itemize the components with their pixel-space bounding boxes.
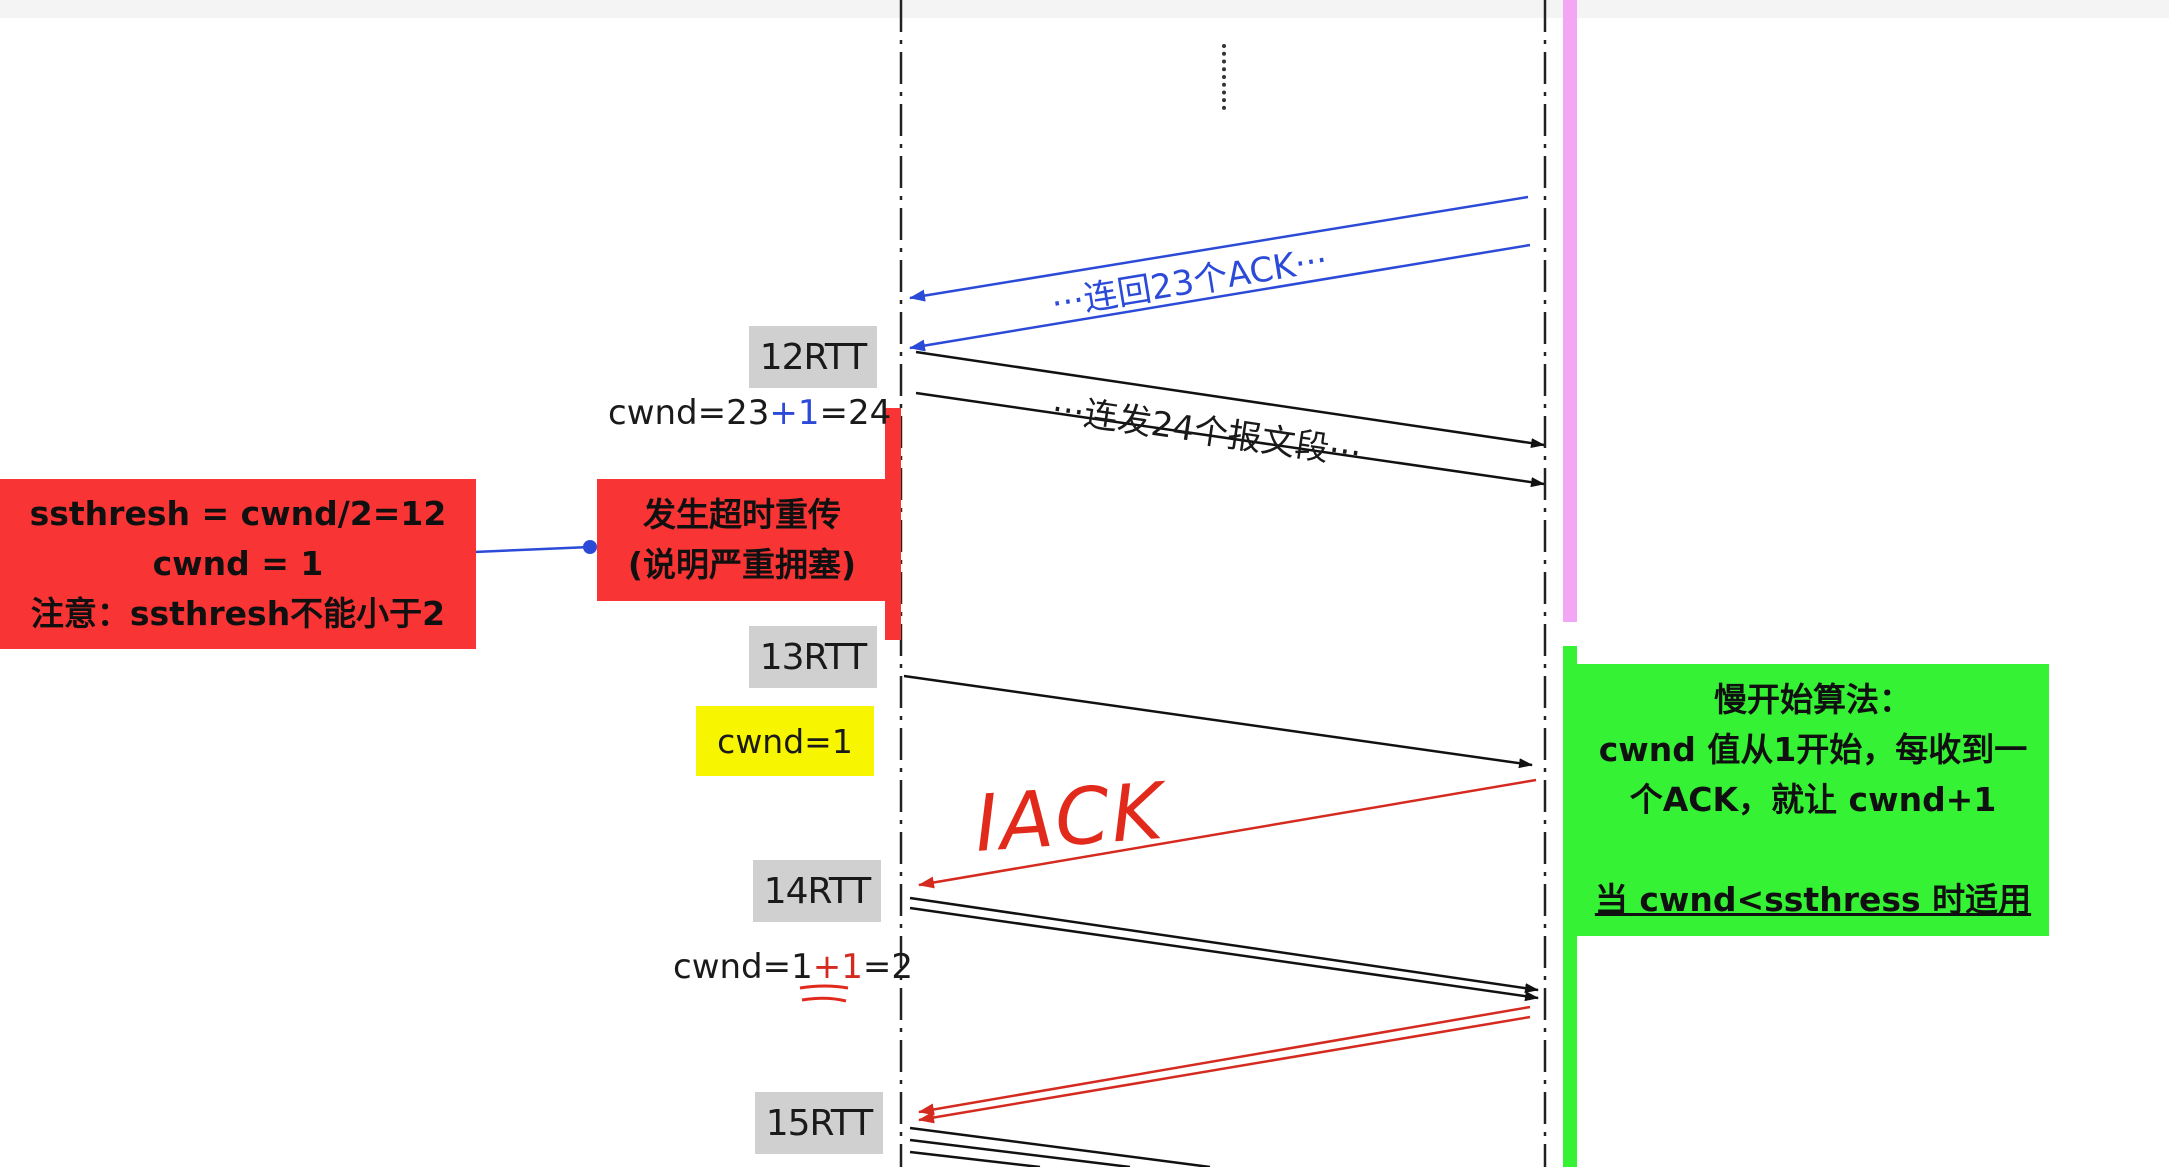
top-strip bbox=[0, 0, 2169, 18]
ssthresh-box: ssthresh = cwnd/2=12 cwnd = 1 注意：ssthres… bbox=[0, 479, 476, 649]
rtt-label-14: 14RTT bbox=[753, 860, 881, 922]
ssthresh-line-3: 注意：ssthresh不能小于2 bbox=[30, 594, 446, 633]
cwnd-prefix: cwnd=23 bbox=[608, 393, 770, 433]
ack-arrow-red-1 bbox=[918, 778, 1537, 889]
handwritten-underline-2 bbox=[801, 996, 847, 1003]
ssthresh-line-1: ssthresh = cwnd/2=12 bbox=[29, 494, 447, 533]
connector-dot bbox=[583, 540, 597, 554]
slow-start-title: 慢开始算法： bbox=[1714, 680, 1912, 719]
cwnd-prefix: cwnd=1 bbox=[673, 947, 813, 987]
timeout-line-1: 发生超时重传 bbox=[643, 495, 841, 534]
rtt-label-15: 15RTT bbox=[755, 1092, 883, 1154]
ack-arrow-2 bbox=[909, 243, 1531, 352]
send-arrow-15rtt-3 bbox=[909, 1150, 1041, 1167]
send-arrow-15rtt-1 bbox=[909, 1126, 1211, 1167]
slow-start-line-3: 个ACK，就让 cwnd+1 bbox=[1629, 780, 1997, 819]
ack-arrow-red-2 bbox=[918, 1005, 1531, 1116]
slow-start-condition: 当 cwnd<ssthress 时适用 bbox=[1594, 880, 2032, 919]
send-arrow-2 bbox=[915, 391, 1545, 488]
cwnd-result: =2 bbox=[862, 947, 914, 987]
timeout-box: 发生超时重传 (说明严重拥塞) bbox=[597, 479, 887, 601]
send-arrow-13rtt bbox=[903, 674, 1533, 769]
cwnd-label-14rtt: cwnd=1+1=2 bbox=[673, 950, 913, 984]
cwnd-result: =24 bbox=[819, 393, 892, 433]
send-arrow-14rtt-1 bbox=[909, 896, 1539, 994]
pink-progress-bar bbox=[1563, 0, 1577, 622]
ack-arrow-red-3 bbox=[918, 1015, 1531, 1124]
slow-start-line-2: cwnd 值从1开始，每收到一 bbox=[1598, 730, 2028, 769]
send-arrow-14rtt-2 bbox=[909, 906, 1539, 1002]
cwnd-label-13rtt: cwnd=1 bbox=[696, 706, 874, 776]
timeout-red-bar bbox=[885, 408, 901, 640]
send-arrow-1 bbox=[915, 350, 1545, 449]
slow-start-box: 慢开始算法： cwnd 值从1开始，每收到一 个ACK，就让 cwnd+1 当 … bbox=[1577, 664, 2049, 936]
handwritten-ack-label: IACK bbox=[971, 766, 1168, 870]
cwnd-increment: +1 bbox=[769, 393, 820, 433]
rtt-label-12: 12RTT bbox=[749, 326, 877, 388]
connector-line bbox=[473, 545, 591, 554]
ack-arrow-1 bbox=[909, 195, 1529, 302]
cwnd-label-12rtt: cwnd=23+1=24 bbox=[608, 396, 891, 430]
handwritten-underline-1 bbox=[799, 984, 849, 990]
vertical-ellipsis bbox=[1222, 44, 1230, 110]
cwnd-increment: +1 bbox=[812, 947, 863, 987]
send-arrow-15rtt-2 bbox=[909, 1138, 1131, 1167]
ssthresh-line-2: cwnd = 1 bbox=[152, 544, 324, 583]
rtt-label-13: 13RTT bbox=[749, 626, 877, 688]
green-progress-bar bbox=[1563, 646, 1577, 1167]
timeout-line-2: (说明严重拥塞) bbox=[627, 545, 857, 584]
